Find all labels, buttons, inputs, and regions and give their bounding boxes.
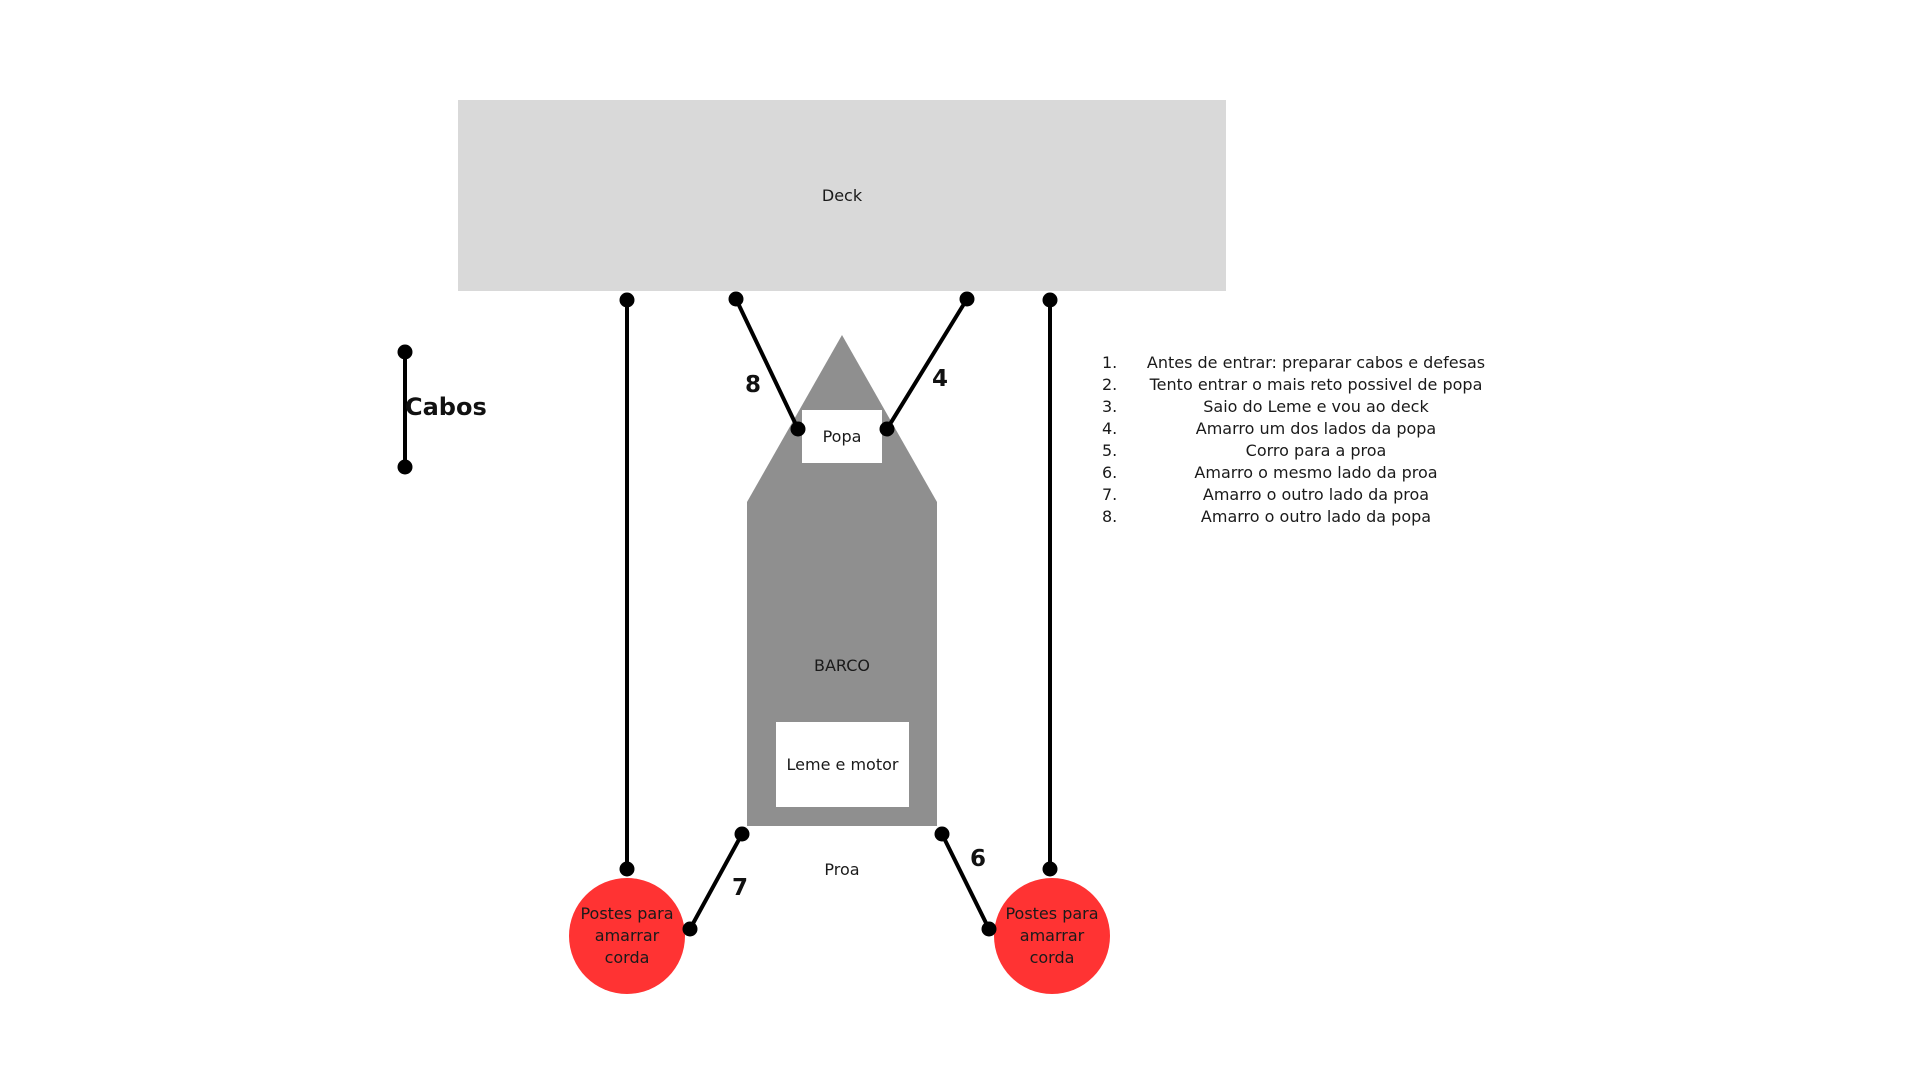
endpoint	[682, 921, 698, 937]
proa-label: Proa	[824, 860, 860, 879]
cables	[403, 297, 1052, 931]
endpoint	[790, 421, 806, 437]
cable-endpoints	[397, 291, 1058, 937]
post-left	[569, 878, 685, 994]
cable-6	[940, 832, 991, 931]
step-text: Tento entrar o mais reto possivel de pop…	[1149, 375, 1483, 394]
legend-cabos-label: Cabos	[405, 393, 487, 421]
cable-7	[688, 832, 744, 931]
step-item: 7. Amarro o outro lado da proa	[1080, 484, 1500, 506]
step-number: 2.	[1102, 375, 1118, 394]
popa-box	[802, 410, 882, 463]
endpoint	[728, 291, 744, 307]
boat-label: BARCO	[813, 656, 870, 675]
leme-box	[776, 722, 909, 807]
step-text: Corro para a proa	[1245, 441, 1387, 460]
step-number: 5.	[1102, 441, 1118, 460]
steps-list: 1. Antes de entrar: preparar cabos e defe…	[1080, 352, 1500, 528]
endpoint	[934, 826, 950, 842]
step-text: Amarro o outro lado da proa	[1202, 485, 1430, 504]
cable-number-6: 6	[970, 846, 987, 872]
step-text: Amarro o mesmo lado da proa	[1194, 463, 1438, 482]
step-item: 3. Saio do Leme e vou ao deck	[1080, 396, 1500, 418]
deck	[458, 100, 1226, 291]
deck-label: Deck	[821, 185, 863, 205]
cable-4	[885, 297, 969, 431]
endpoint	[734, 826, 750, 842]
endpoint	[981, 921, 997, 937]
step-item: 2. Tento entrar o mais reto possivel de p…	[1080, 374, 1500, 396]
popa-label: Popa	[822, 426, 862, 446]
post-right	[994, 878, 1110, 994]
endpoint	[879, 421, 895, 437]
step-item: 5. Corro para a proa	[1080, 440, 1500, 462]
step-number: 4.	[1102, 419, 1118, 438]
step-number: 3.	[1102, 397, 1118, 416]
step-number: 8.	[1102, 507, 1118, 526]
step-text: Amarro um dos lados da popa	[1195, 419, 1437, 438]
step-text: Amarro o outro lado da popa	[1200, 507, 1432, 526]
step-item: 8. Amarro o outro lado da popa	[1080, 506, 1500, 528]
step-number: 7.	[1102, 485, 1118, 504]
endpoint	[959, 291, 975, 307]
post-left-label: Postes para amarrar corda	[580, 904, 674, 967]
step-item: 4. Amarro um dos lados da popa	[1080, 418, 1500, 440]
step-item: 6. Amarro o mesmo lado da proa	[1080, 462, 1500, 484]
endpoint	[619, 861, 635, 877]
endpoint	[397, 344, 413, 360]
cable-number-8: 8	[745, 372, 762, 398]
cable-8	[734, 297, 800, 431]
leme-label: Leme e motor	[786, 754, 899, 774]
endpoint	[1042, 292, 1058, 308]
cable-number-7: 7	[732, 875, 749, 901]
post-right-label: Postes para amarrar corda	[1005, 904, 1099, 967]
endpoint	[397, 459, 413, 475]
step-number: 6.	[1102, 463, 1118, 482]
step-text: Antes de entrar: preparar cabos e defesa…	[1146, 353, 1486, 372]
endpoint	[1042, 861, 1058, 877]
step-item: 1. Antes de entrar: preparar cabos e defe…	[1080, 352, 1500, 374]
step-number: 1.	[1102, 353, 1118, 372]
endpoint	[619, 292, 635, 308]
step-text: Saio do Leme e vou ao deck	[1203, 397, 1429, 416]
cable-number-4: 4	[932, 366, 949, 392]
